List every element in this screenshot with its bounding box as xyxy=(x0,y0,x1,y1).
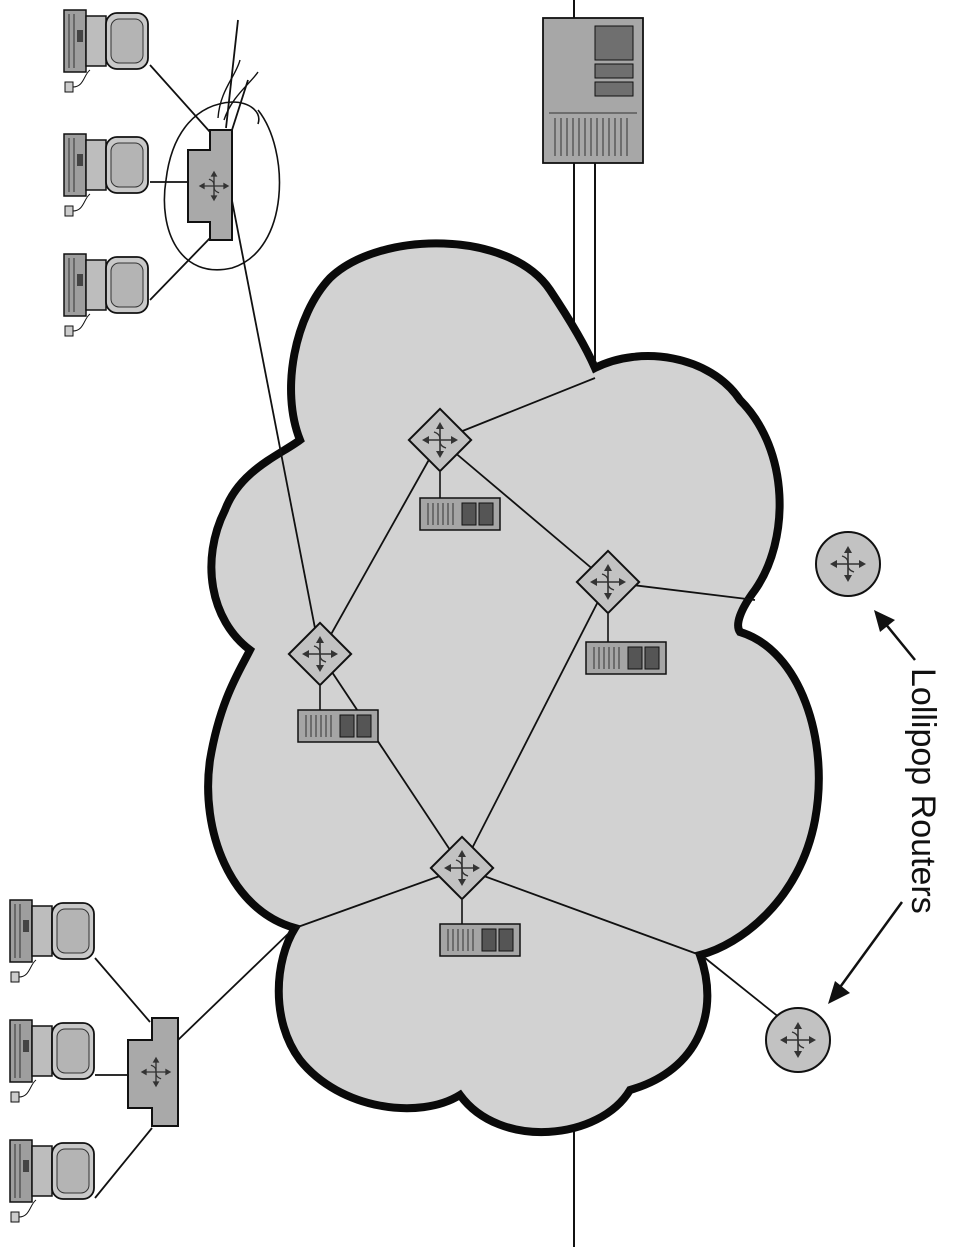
workstation-top-1 xyxy=(63,9,149,93)
core-router-top xyxy=(407,407,473,473)
workstation-bottom-1 xyxy=(9,899,95,983)
bottom-hub xyxy=(127,1017,179,1127)
hand-drawn-scribble xyxy=(217,59,259,121)
link-top-left xyxy=(319,439,441,655)
lollipop-router-upper xyxy=(815,531,881,597)
link-top-right xyxy=(439,439,609,583)
workstation-top-3 xyxy=(63,253,149,337)
core-router-bottom xyxy=(429,835,495,901)
link-bottom-edge xyxy=(294,867,463,929)
link-top-edge xyxy=(439,377,596,441)
core-router-left xyxy=(287,621,353,687)
link-left-bottom xyxy=(319,653,463,869)
workstation-top-2 xyxy=(63,133,149,217)
network-cloud xyxy=(204,239,823,1136)
link-bottom-lollipop-edge xyxy=(461,867,701,956)
core-router-right xyxy=(575,549,641,615)
annotation-arrows xyxy=(828,610,916,1004)
lollipop-router-lower xyxy=(765,1007,831,1073)
link-right-bottom xyxy=(461,581,609,869)
workstation-bottom-2 xyxy=(9,1019,95,1103)
mesh-links xyxy=(227,179,756,956)
workstation-bottom-3 xyxy=(9,1139,95,1223)
lollipop-link-lower xyxy=(704,957,781,1019)
core-server-bottom xyxy=(439,923,521,957)
top-hub xyxy=(187,129,233,241)
core-server-left xyxy=(297,709,379,743)
lollipop-routers-label: Lollipop Routers xyxy=(904,668,942,914)
core-server-top xyxy=(419,497,501,531)
link-top-hub-to-left xyxy=(227,179,321,655)
hand-drawn-circle xyxy=(163,101,281,271)
external-server xyxy=(542,17,644,164)
core-server-right xyxy=(585,641,667,675)
